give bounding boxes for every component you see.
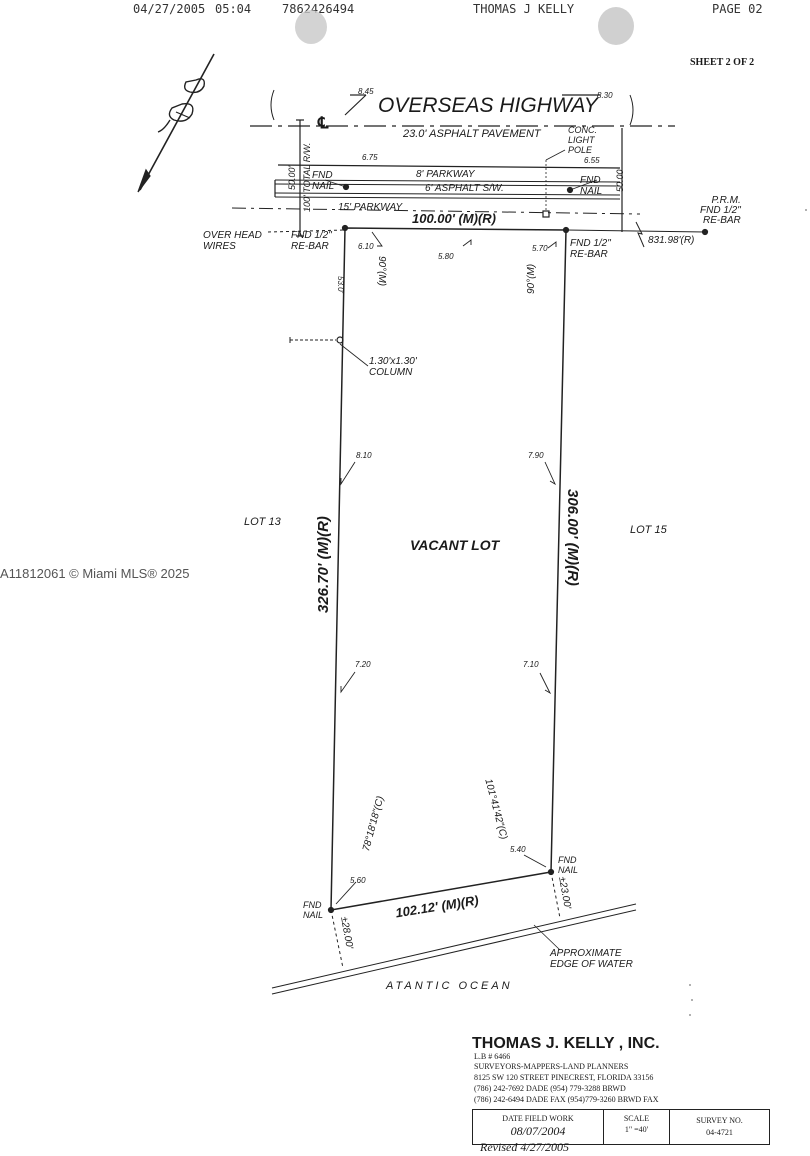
elev-nw: 6.10 [358, 242, 374, 251]
row-half-right: 50.00' [615, 167, 625, 192]
elev-right-mid: 6.55 [584, 156, 600, 165]
lot-15-label: LOT 15 [630, 524, 667, 536]
rebar-right: FND 1/2"RE-BAR [570, 238, 611, 260]
punch-hole-smudge-left [295, 10, 327, 44]
elev-left-top: 8.45 [358, 87, 374, 96]
date-field-label: DATE FIELD WORK [502, 1114, 574, 1123]
elev-sw: 5.60 [350, 876, 366, 885]
elev-left-mid: 6.75 [362, 153, 378, 162]
angle-nw: 90°(M) [376, 256, 387, 287]
setback-dim: 53.0' [336, 276, 345, 294]
prm-label: P.R.M.FND 1/2"RE-BAR [700, 195, 741, 226]
date-field-value: 08/07/2004 [510, 1124, 566, 1138]
pavement-label: 23.0' ASPHALT PAVEMENT [403, 128, 541, 140]
row-half-left: 50.00' [287, 165, 297, 190]
fax-date: 04/27/2005 [133, 2, 206, 16]
parkway-upper: 8' PARKWAY [416, 169, 475, 180]
elev-right-top: 8.30 [597, 91, 613, 100]
east-line-dim: 306.00' (M)(R) [564, 489, 581, 586]
column-label: 1.30'x1.30'COLUMN [369, 356, 417, 378]
license-number: L.B # 6466 [474, 1052, 511, 1061]
scale-value: 1" =40' [624, 1125, 649, 1134]
north-line-dim: 100.00' (M)(R) [412, 211, 496, 226]
elev-se: 5.40 [510, 845, 526, 854]
lot-13-label: LOT 13 [244, 516, 281, 528]
vacant-lot-label: VACANT LOT [410, 537, 500, 553]
phone-line-1: (786) 242-7692 DADE (954) 779-3288 BRWD [474, 1084, 626, 1093]
west-line-dim: 326.70' (M)(R) [315, 516, 332, 613]
scale-label: SCALE [623, 1114, 650, 1123]
sheet-number: SHEET 2 OF 2 [690, 57, 755, 68]
services-line: SURVEYORS-MAPPERS-LAND PLANNERS [474, 1062, 629, 1071]
elev-ne: 5.70 [532, 244, 548, 253]
survey-no-value: 04-4721 [706, 1128, 733, 1137]
row-total-label: 100' TOTAL R/W. [302, 142, 312, 212]
punch-hole-smudge-right [598, 7, 634, 45]
ocean-label: ATANTIC OCEAN [386, 980, 513, 992]
survey-no-label: SURVEY NO. [696, 1116, 743, 1125]
sidewalk-label: 6' ASPHALT S/W. [425, 183, 504, 194]
elev-e-upper: 7.90 [528, 451, 544, 460]
highway-name: OVERSEAS HIGHWAY [378, 94, 598, 117]
elev-w-upper: 8.10 [356, 451, 372, 460]
elev-e-lower: 7.10 [523, 660, 539, 669]
elev-w-lower: 7.20 [355, 660, 371, 669]
mls-watermark: A11812061 © Miami MLS® 2025 [0, 566, 190, 581]
angle-ne: 90°(M) [526, 263, 537, 294]
elev-n-mid: 5.80 [438, 252, 454, 261]
centerline-symbol: ℄ [318, 115, 329, 132]
north-arrow-icon [137, 53, 215, 193]
fax-time: 05:04 [215, 2, 252, 16]
fax-sender: THOMAS J KELLY [473, 2, 575, 16]
fax-page: PAGE 02 [712, 2, 763, 16]
revised-date: Revised 4/27/2005 [480, 1140, 569, 1154]
phone-line-2: (786) 242-6494 DADE FAX (954)779-3260 BR… [474, 1095, 659, 1104]
title-block-table: DATE FIELD WORK 08/07/2004 SCALE 1" =40'… [472, 1109, 770, 1145]
prm-distance: 831.98'(R) [648, 235, 695, 246]
parkway-lower: 15' PARKWAY [338, 202, 403, 213]
address-line: 8125 SW 120 STREET PINECREST, FLORIDA 33… [474, 1073, 654, 1082]
company-name: THOMAS J. KELLY , INC. [472, 1035, 660, 1052]
rebar-left: FND 1/2"RE-BAR [291, 230, 332, 252]
fax-phone: 7862426494 [282, 2, 355, 16]
